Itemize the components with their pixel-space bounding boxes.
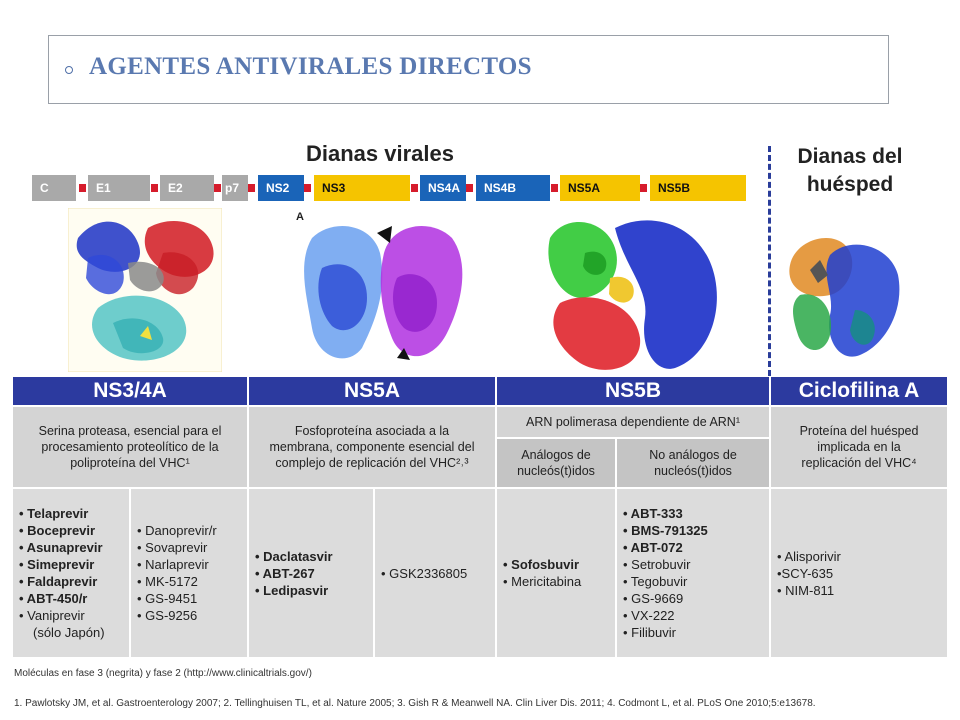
drug-item: • ABT-450/r: [19, 591, 88, 606]
drug-item: •SCY-635: [777, 565, 834, 581]
sub-header-line: Análogos de: [521, 448, 591, 462]
genome-cleavage-mark: [551, 184, 558, 192]
drug-item: • Simeprevir: [19, 557, 95, 572]
drug-item: • Filibuvir: [623, 625, 676, 640]
drug-item: • Faldaprevir: [19, 574, 98, 589]
ns5b-description: ARN polimerasa dependiente de ARN¹: [497, 407, 769, 437]
host-heading-line2: huésped: [806, 173, 894, 196]
genome-segment-e1: E1: [88, 175, 150, 201]
viral-targets-heading: Dianas virales: [306, 141, 454, 166]
drug-item: • Setrobuvir: [623, 557, 691, 572]
ns34a-description: Serina proteasa, esencial para el proces…: [13, 407, 247, 487]
drug-item: • VX-222: [623, 608, 675, 623]
sub-header-line: No análogos de: [649, 448, 737, 462]
ns5b-nucleoside-analogs-header: Análogos de nucleós(t)idos: [497, 439, 615, 487]
viral-host-separator: [768, 146, 771, 376]
drug-item: • ABT-333: [623, 506, 683, 521]
drug-item: • Tegobuvir: [623, 574, 688, 589]
desc-line: Serina proteasa, esencial para el: [38, 424, 222, 438]
drug-item: • BMS-791325: [623, 523, 708, 538]
desc-line: implicada en la: [817, 440, 901, 454]
sub-header-line: nucleós(t)idos: [517, 464, 595, 478]
section-header-ns5a: NS5A: [249, 377, 495, 405]
drug-item: • GS-9669: [623, 591, 684, 606]
desc-line: procesamiento proteolítico de la: [41, 440, 219, 454]
genome-segment-e2: E2: [160, 175, 214, 201]
genome-cleavage-mark: [304, 184, 311, 192]
ns34a-drugs-col1: • Telaprevir • Boceprevir • Asunaprevir …: [13, 489, 129, 657]
drug-item: • ABT-267: [255, 565, 315, 581]
section-header-ns5b: NS5B: [497, 377, 769, 405]
ns5a-description: Fosfoproteína asociada a la membrana, co…: [249, 407, 495, 487]
ns5b-protein-structure: [548, 220, 717, 370]
ns34a-protein-structure: [68, 208, 222, 372]
desc-line: Fosfoproteína asociada a la: [294, 424, 450, 438]
drug-item: • Sovaprevir: [137, 540, 208, 555]
cyclophilin-description: Proteína del huésped implicada en la rep…: [771, 407, 947, 487]
genome-segment-c: C: [32, 175, 76, 201]
genome-segment-ns4b: NS4B: [476, 175, 550, 201]
desc-line: Proteína del huésped: [799, 424, 919, 438]
drug-item: • Ledipasvir: [255, 582, 329, 598]
section-header-ns34a: NS3/4A: [13, 377, 247, 405]
genome-cleavage-mark: [214, 184, 221, 192]
ns5b-drugs-non-nucleoside: • ABT-333 • BMS-791325 • ABT-072 • Setro…: [617, 489, 769, 657]
drug-item: • GSK2336805: [381, 565, 468, 581]
drug-item: • Alisporivir: [777, 548, 841, 564]
ns5a-drugs-col2: • GSK2336805: [375, 489, 495, 657]
drug-item: • Boceprevir: [19, 523, 96, 538]
drug-item: • ABT-072: [623, 540, 683, 555]
slide-title-box: AGENTES ANTIVIRALES DIRECTOS: [48, 35, 889, 104]
ns34a-drugs-col2: • Danoprevir/r • Sovaprevir • Narlaprevi…: [131, 489, 247, 657]
section-header-cyclophilin: Ciclofilina A: [771, 377, 947, 405]
genome-cleavage-mark: [151, 184, 158, 192]
drug-item: • MK-5172: [137, 574, 198, 589]
references: 1. Pawlotsky JM, et al. Gastroenterology…: [14, 698, 816, 709]
phase-footnote: Moléculas en fase 3 (negrita) y fase 2 (…: [14, 668, 312, 679]
genome-cleavage-mark: [640, 184, 647, 192]
ns5a-drugs-col1: • Daclatasvir • ABT-267 • Ledipasvir: [249, 489, 373, 657]
genome-segment-ns3: NS3: [314, 175, 410, 201]
drug-item: • Sofosbuvir: [503, 557, 580, 572]
bullet-icon: [65, 66, 73, 74]
genome-cleavage-mark: [248, 184, 255, 192]
drug-item: • NIM-811: [777, 582, 835, 598]
genome-segment-ns2: NS2: [258, 175, 304, 201]
drug-item: • GS-9451: [137, 591, 198, 606]
panel-label-a: A: [296, 211, 304, 223]
drug-item: • GS-9256: [137, 608, 198, 623]
genome-cleavage-mark: [79, 184, 86, 192]
ns5b-non-nucleoside-header: No análogos de nucleós(t)idos: [617, 439, 769, 487]
ns5a-protein-structure: A: [296, 211, 463, 360]
cyclophilin-drugs: • Alisporivir •SCY-635 • NIM-811: [771, 489, 947, 657]
desc-line: poliproteína del VHC¹: [70, 456, 190, 470]
drug-item: • Narlaprevir: [137, 557, 209, 572]
host-targets-heading: Dianas del huésped: [780, 143, 920, 199]
drug-item: • Vaniprevir: [19, 608, 85, 623]
desc-line: replicación del VHC⁴: [801, 456, 917, 470]
genome-segment-ns4a: NS4A: [420, 175, 466, 201]
sub-header-line: nucleós(t)idos: [654, 464, 732, 478]
genome-cleavage-mark: [411, 184, 418, 192]
genome-segment-ns5a: NS5A: [560, 175, 640, 201]
genome-segment-p7: p7: [222, 175, 248, 201]
drug-item: • Mericitabina: [503, 574, 582, 589]
desc-line: membrana, componente esencial del: [269, 440, 475, 454]
drug-item: • Asunaprevir: [19, 540, 103, 555]
slide-title: AGENTES ANTIVIRALES DIRECTOS: [89, 53, 532, 80]
ns5b-drugs-nucleoside: • Sofosbuvir • Mericitabina: [497, 489, 615, 657]
desc-line: complejo de replicación del VHC²˒³: [275, 456, 469, 470]
host-heading-line1: Dianas del: [797, 145, 903, 168]
genome-cleavage-mark: [466, 184, 473, 192]
drug-item: • Telaprevir: [19, 506, 89, 521]
drug-note: (sólo Japón): [33, 625, 105, 640]
drug-item: • Danoprevir/r: [137, 523, 217, 538]
drug-item: • Daclatasvir: [255, 548, 333, 564]
genome-segment-ns5b: NS5B: [650, 175, 746, 201]
cyclophilin-protein-structure: [789, 237, 900, 357]
